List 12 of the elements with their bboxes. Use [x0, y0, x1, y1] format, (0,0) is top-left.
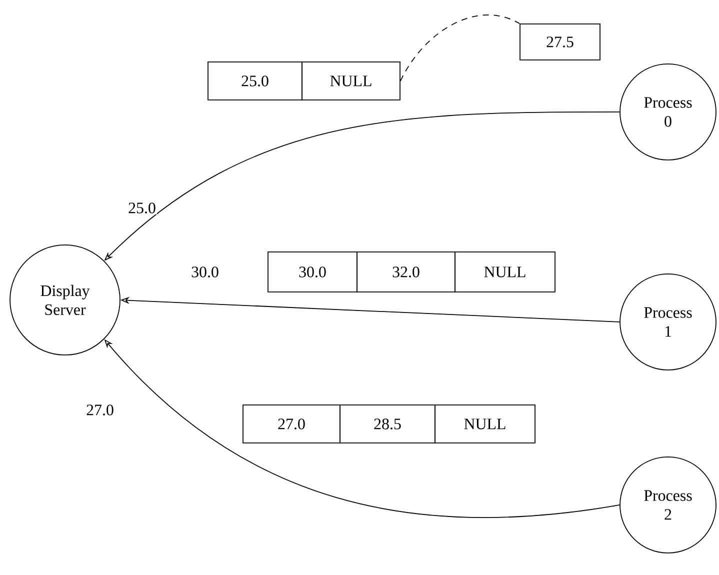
list-cell: 27.5: [520, 24, 600, 60]
list-cell: NULL: [302, 62, 400, 100]
list-cell: 25.0: [208, 62, 302, 100]
list-cell: NULL: [454, 252, 556, 292]
list-cell: 32.0: [356, 252, 456, 292]
edge-label: 30.0: [190, 266, 220, 278]
edge-label: 27.0: [85, 404, 115, 416]
list-cell: 30.0: [268, 252, 358, 292]
list-cell: 27.0: [242, 404, 340, 444]
list-cell: 28.5: [340, 404, 436, 444]
list-cell: NULL: [434, 404, 536, 444]
edge-label: 25.0: [127, 202, 157, 214]
